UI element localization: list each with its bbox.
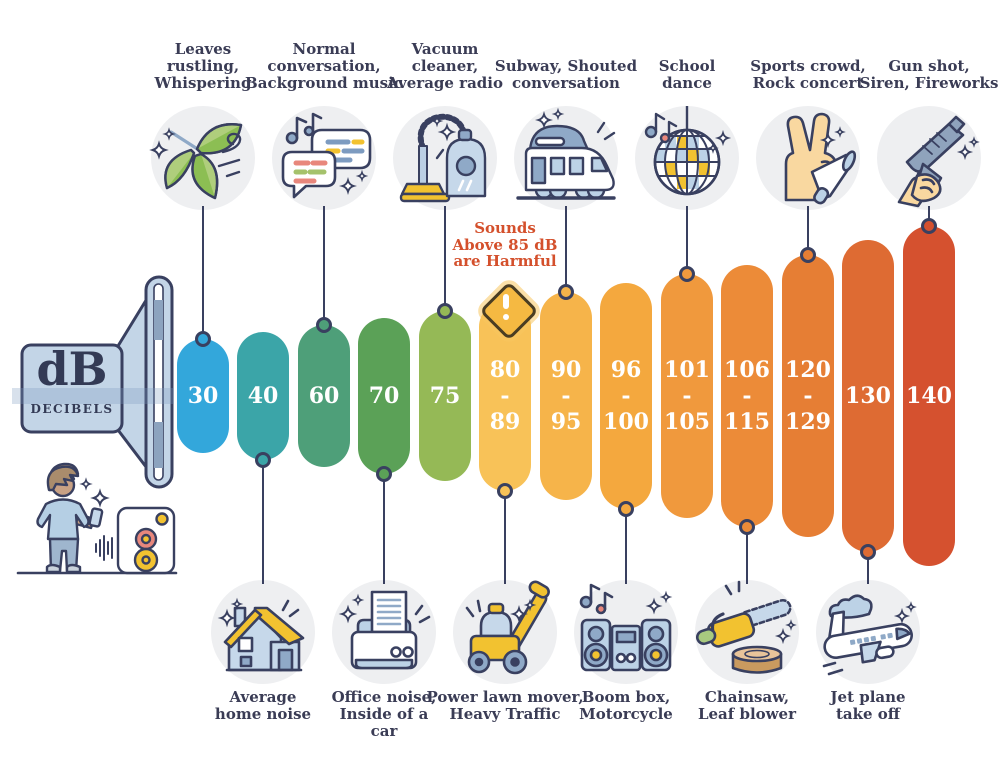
harmful-warning-text: Sounds Above 85 dB are Harmful bbox=[452, 219, 558, 270]
bar-value: 30 bbox=[187, 383, 219, 409]
bar-value: 75 bbox=[429, 383, 461, 409]
connector-line bbox=[867, 552, 869, 584]
connector-dot bbox=[921, 218, 937, 234]
db-word: DECIBELS bbox=[30, 402, 114, 416]
connector-dot bbox=[679, 266, 695, 282]
connector-dot bbox=[376, 466, 392, 482]
bar-70: 70 bbox=[358, 318, 410, 474]
disco-ball-icon bbox=[635, 106, 739, 210]
vacuum-cleaner-icon bbox=[393, 106, 497, 210]
bar-90-95: 90 - 95 bbox=[540, 292, 592, 500]
bar-101-105: 101 - 105 bbox=[661, 274, 713, 518]
connector-dot bbox=[800, 247, 816, 263]
connector-line bbox=[383, 474, 385, 584]
connector-line bbox=[504, 491, 506, 584]
top-label-gun-shot: Gun shot, Siren, Fireworks bbox=[859, 57, 999, 92]
connector-line bbox=[746, 527, 748, 584]
bar-value: 70 bbox=[368, 383, 400, 409]
decibel-horn-icon bbox=[12, 275, 174, 489]
handgun-icon bbox=[877, 106, 981, 210]
top-label-leaves: Leaves rustling, Whispering bbox=[154, 40, 252, 92]
connector-line bbox=[202, 206, 204, 339]
connector-line bbox=[928, 206, 930, 226]
bar-106-115: 106 - 115 bbox=[721, 265, 773, 527]
bar-value: 96 - 100 bbox=[603, 357, 649, 435]
connector-line bbox=[625, 509, 627, 584]
bottom-label-boombox: Boom box, Motorcycle bbox=[579, 688, 673, 723]
bottom-label-jet: Jet plane take off bbox=[830, 688, 906, 723]
bar-value: 80 - 89 bbox=[489, 357, 521, 435]
bar-75: 75 bbox=[419, 311, 471, 481]
top-label-school-dance: School dance bbox=[658, 57, 716, 92]
connector-dot bbox=[255, 452, 271, 468]
db-abbreviation: dB bbox=[36, 342, 108, 396]
warning-diamond-icon bbox=[479, 281, 539, 341]
connector-line bbox=[262, 460, 264, 584]
bar-96-100: 96 - 100 bbox=[600, 283, 652, 509]
bar-value: 60 bbox=[308, 383, 340, 409]
bar-120-129: 120 - 129 bbox=[782, 255, 834, 537]
connector-line bbox=[444, 206, 446, 311]
connector-dot bbox=[437, 303, 453, 319]
bottom-label-home: Average home noise bbox=[214, 688, 312, 723]
connector-dot bbox=[558, 284, 574, 300]
bottom-label-office: Office noise, Inside of a car bbox=[331, 688, 437, 740]
bar-40: 40 bbox=[237, 332, 289, 460]
connector-dot bbox=[316, 317, 332, 333]
connector-line bbox=[323, 206, 325, 325]
house-icon bbox=[211, 580, 315, 684]
bottom-label-chainsaw: Chainsaw, Leaf blower bbox=[697, 688, 797, 723]
bar-value: 130 bbox=[845, 383, 891, 409]
bar-130: 130 bbox=[842, 240, 894, 552]
connector-dot bbox=[195, 331, 211, 347]
jet-plane-icon bbox=[816, 580, 920, 684]
lawn-mower-icon bbox=[453, 580, 557, 684]
connector-dot bbox=[860, 544, 876, 560]
bar-value: 140 bbox=[906, 383, 952, 409]
chainsaw-icon bbox=[695, 580, 799, 684]
connector-line bbox=[686, 206, 688, 274]
peace-hand-megaphone-icon bbox=[756, 106, 860, 210]
top-label-conversation: Normal conversation, Background music bbox=[245, 40, 403, 92]
top-label-vacuum: Vacuum cleaner, Average radio bbox=[387, 40, 503, 92]
leaves-icon bbox=[151, 106, 255, 210]
boombox-icon bbox=[574, 580, 678, 684]
connector-line bbox=[565, 206, 567, 292]
bottom-label-mower: Power lawn mover, Heavy Traffic bbox=[426, 688, 584, 723]
connector-dot bbox=[497, 483, 513, 499]
printer-icon bbox=[332, 580, 436, 684]
bar-value: 106 - 115 bbox=[724, 357, 770, 435]
connector-dot bbox=[618, 501, 634, 517]
person-with-speaker-illustration bbox=[16, 462, 178, 575]
bar-value: 40 bbox=[247, 383, 279, 409]
bar-30: 30 bbox=[177, 339, 229, 453]
connector-line bbox=[807, 206, 809, 255]
speech-bubbles-icon bbox=[272, 106, 376, 210]
train-icon bbox=[514, 106, 618, 210]
top-label-subway: Subway, Shouted conversation bbox=[494, 57, 638, 92]
bar-140: 140 bbox=[903, 226, 955, 566]
bar-60: 60 bbox=[298, 325, 350, 467]
top-label-sports-crowd: Sports crowd, Rock concert bbox=[750, 57, 866, 92]
connector-dot bbox=[739, 519, 755, 535]
bar-value: 101 - 105 bbox=[664, 357, 710, 435]
bar-value: 120 - 129 bbox=[785, 357, 831, 435]
bar-value: 90 - 95 bbox=[550, 357, 582, 435]
